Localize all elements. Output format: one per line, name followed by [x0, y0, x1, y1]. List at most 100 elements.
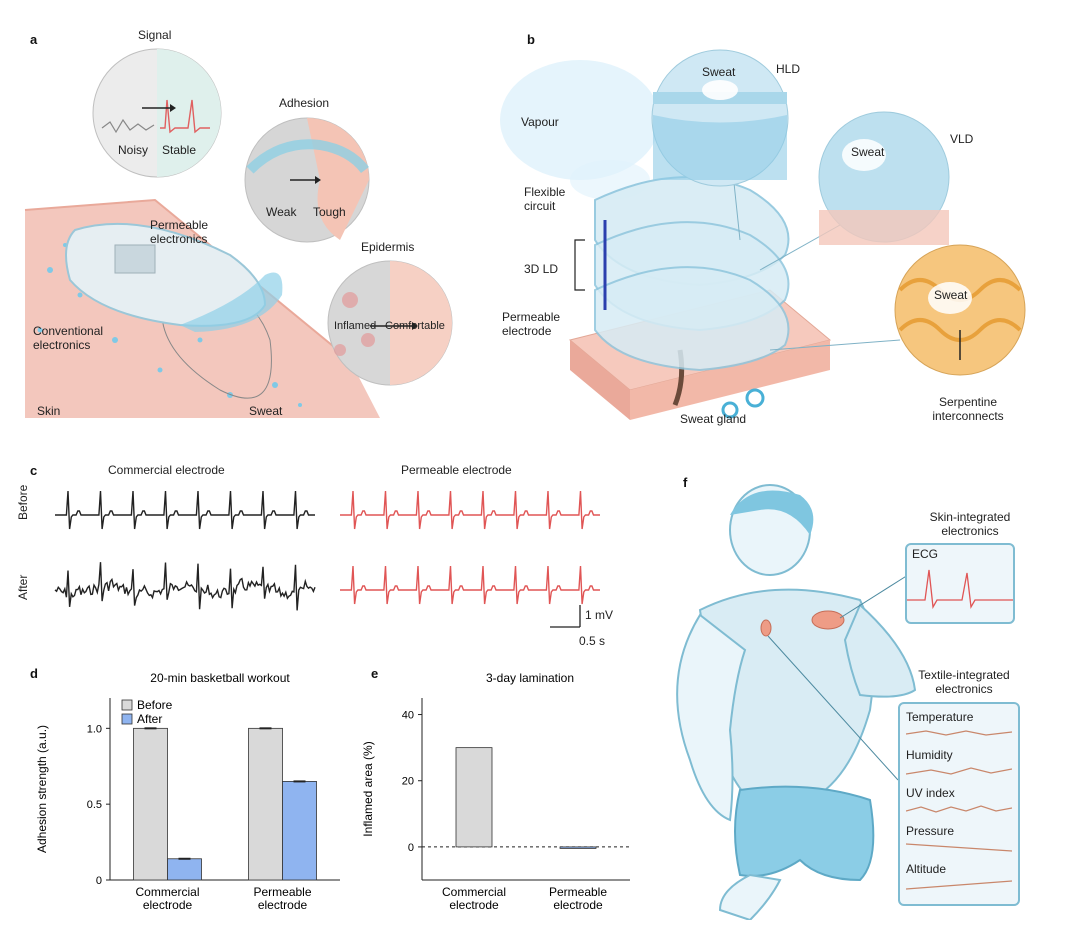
ecg-line	[340, 490, 600, 530]
panel-b-illustration	[500, 49, 1026, 420]
runner-illustration	[676, 484, 917, 920]
panel-letter-b: b	[527, 32, 535, 47]
vld-sweat-label: Sweat	[851, 145, 885, 159]
chip	[114, 244, 156, 274]
sensor-altitude: Altitude	[906, 862, 1012, 892]
epidermis-circle	[327, 260, 453, 386]
hld-sweat-label: Sweat	[702, 65, 736, 79]
epidermis-comfortable: Comfortable	[385, 320, 445, 332]
skin-integrated-label: Skin-integrated electronics	[929, 510, 1011, 538]
chart-d-bar	[133, 727, 168, 881]
chart-d-ytick-label: 0	[96, 875, 102, 887]
panel-letter-d: d	[30, 666, 38, 681]
chart-e-ytick-label: 20	[402, 776, 414, 788]
sweat-gland-label: Sweat gland	[680, 412, 747, 426]
conventional-electronics-label: Conventional electronics	[33, 324, 104, 352]
scale-mv-label: 1 mV	[585, 608, 614, 622]
sweat-label: Sweat	[249, 404, 283, 418]
chart-e-xtick-label: Commercial	[442, 885, 506, 899]
commercial-electrode-title: Commercial electrode	[108, 463, 225, 477]
chart-e-bar	[455, 747, 493, 848]
ecg-line	[55, 490, 315, 530]
sensor-temperature: Temperature	[906, 710, 1012, 740]
panel-letter-e: e	[371, 666, 379, 681]
chart-d-ylabel: Adhesion strength (a.u.)	[35, 725, 49, 853]
side-device	[760, 619, 772, 637]
device-layers	[594, 176, 790, 372]
panel-letter-f: f	[683, 475, 688, 490]
sweat-drops	[37, 243, 302, 407]
ecg-before-permeable	[340, 490, 600, 530]
chart-d-bar	[282, 781, 317, 881]
ecg-label: ECG	[912, 547, 939, 561]
after-label: After	[16, 574, 30, 600]
chart-d-ytick-label: 0.5	[87, 799, 102, 811]
sensor-humidity: Humidity	[906, 748, 1012, 778]
signal-noisy: Noisy	[118, 143, 149, 157]
ecg-mini-trace	[907, 569, 1013, 610]
hld-label: HLD	[776, 62, 801, 76]
ecg-after-permeable	[340, 565, 600, 605]
adhesion-weak: Weak	[266, 205, 297, 219]
chart-d-legend-swatch	[121, 699, 133, 711]
permeable-electrode-label: Permeable electrode	[502, 310, 561, 338]
ecg-line	[340, 565, 600, 605]
ecg-after-commercial	[54, 562, 316, 611]
skin-label: Skin	[37, 404, 61, 418]
flexible-circuit-label: Flexible circuit	[524, 185, 566, 213]
chart-d-legend-label: Before	[137, 698, 173, 712]
vapour-label: Vapour	[521, 115, 559, 129]
epidermis-title: Epidermis	[361, 240, 415, 254]
vld-circle	[818, 111, 950, 245]
adhesion-tough: Tough	[313, 205, 346, 219]
serpentine-circle	[894, 244, 1026, 376]
vld-label: VLD	[950, 132, 974, 146]
textile-integrated-label: Textile-integrated electronics	[918, 668, 1010, 696]
adhesion-circle	[244, 117, 370, 243]
chart-d-ytick-label: 1.0	[87, 723, 102, 735]
chart-d-xtick-label: Permeable	[253, 885, 311, 899]
chart-d-bar	[248, 727, 283, 881]
chart-e-xtick-label: electrode	[553, 898, 603, 912]
chart-d-xtick-label: Commercial	[135, 885, 199, 899]
ecg-line	[54, 562, 316, 611]
chest-device	[811, 610, 845, 630]
chart-e-title: 3-day lamination	[486, 671, 574, 685]
ecg-traces	[54, 490, 600, 628]
scale-s-label: 0.5 s	[579, 634, 606, 648]
sensor-uv-index: UV index	[906, 786, 1012, 816]
sensor-pressure: Pressure	[906, 824, 1012, 854]
permeable-electronics-label: Permeable electronics	[150, 218, 209, 246]
chart-e-bar	[559, 846, 597, 849]
before-label: Before	[16, 484, 30, 520]
signal-title: Signal	[138, 28, 172, 42]
ecg-before-commercial	[55, 490, 315, 530]
signal-stable: Stable	[162, 143, 197, 157]
3d-ld-label: 3D LD	[524, 262, 559, 276]
serpentine-sweat-label: Sweat	[934, 288, 968, 302]
chart-e-xtick-label: Permeable	[549, 885, 607, 899]
ecg-box: ECG	[905, 543, 1015, 624]
chart-d-xtick-label: electrode	[258, 898, 308, 912]
chart-e-ytick-label: 40	[402, 710, 414, 722]
panel-a-illustration	[24, 48, 453, 418]
chart-d-xtick-label: electrode	[143, 898, 193, 912]
chart-d-bar	[167, 858, 202, 881]
textile-sensor-box: Temperature Humidity UV index Pressure A…	[898, 702, 1020, 906]
chart-d-legend-label: After	[137, 712, 162, 726]
runner-shorts	[734, 785, 875, 882]
signal-circle	[92, 48, 222, 178]
serpentine-label: Serpentine interconnects	[932, 395, 1004, 423]
panel-letter-a: a	[30, 32, 38, 47]
chart-e-xtick-label: electrode	[449, 898, 499, 912]
runner-hair	[730, 490, 814, 535]
chart-d-title: 20-min basketball workout	[150, 671, 290, 685]
hld-circle	[651, 49, 789, 187]
chart-adhesion: 20-min basketball workout 0 0.5 1.0 Adhesion…	[35, 671, 340, 912]
chart-e-ytick-label: 0	[408, 842, 414, 854]
epidermis-inflamed: Inflamed	[334, 320, 377, 332]
adhesion-title: Adhesion	[279, 96, 330, 110]
permeable-electrode-title: Permeable electrode	[401, 463, 512, 477]
panel-letter-c: c	[30, 463, 38, 478]
